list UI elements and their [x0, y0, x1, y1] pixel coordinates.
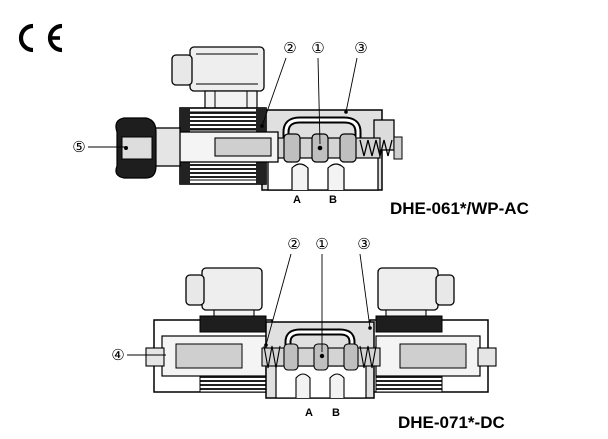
callouts-ac: ② ① ③ ⑤ — [72, 39, 367, 156]
callout-4: ④ — [111, 346, 124, 364]
valve-body-dc — [261, 321, 381, 399]
callout-5: ⑤ — [72, 138, 85, 156]
callout-3: ③ — [354, 39, 367, 57]
callouts-dc: ② ① ③ ④ — [111, 235, 372, 364]
port-a-label: A — [293, 194, 301, 206]
valve-diagram-dc: A B ② ① ③ ④ DHE-071*-DC — [111, 235, 504, 432]
port-b-label: B — [329, 194, 337, 206]
valve-diagram-ac: A B ② ① ③ ⑤ DHE-061*/WP-AC — [72, 39, 529, 218]
solenoid-coil-left — [145, 315, 273, 393]
manual-override-boot — [115, 117, 157, 179]
port-b-label: B — [332, 407, 340, 419]
connector-plug-left — [185, 267, 263, 321]
model-title-dc: DHE-071*-DC — [398, 413, 505, 432]
armature-tube-ac — [151, 127, 279, 167]
callout-1: ① — [315, 235, 328, 253]
port-a-label: A — [305, 407, 313, 419]
callout-3: ③ — [357, 235, 370, 253]
callout-1: ① — [311, 39, 324, 57]
ce-mark — [18, 23, 63, 53]
callout-2: ② — [283, 39, 296, 57]
valve-body-ac — [261, 109, 403, 191]
connector-plug-right — [377, 267, 455, 321]
connector-plug-ac — [171, 46, 265, 112]
solenoid-coil-right — [369, 315, 497, 393]
model-title-ac: DHE-061*/WP-AC — [390, 199, 529, 218]
callout-2: ② — [287, 235, 300, 253]
